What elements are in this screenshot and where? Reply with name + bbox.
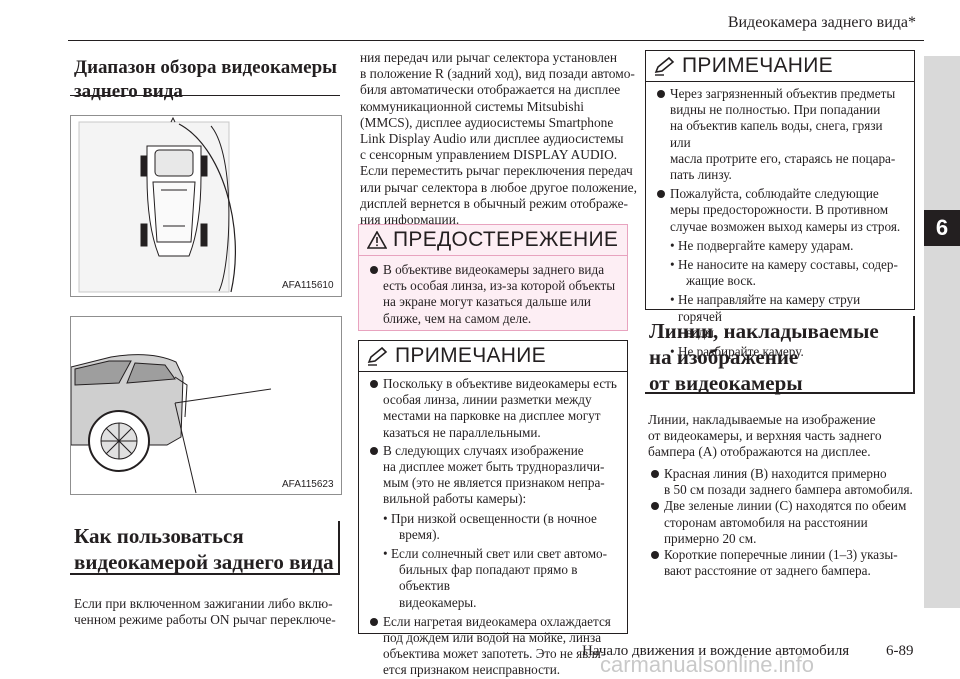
subitem-bullet: •	[670, 257, 675, 273]
subitem-bullet: •	[670, 292, 675, 308]
note-subitem: • При низкой освещенности (в ночное врем…	[383, 510, 597, 542]
chapter-number: 6	[924, 210, 960, 246]
section-title-overlay-lines: Линии, накладываемые на изображение от в…	[649, 319, 879, 395]
watermark: carmanualsonline.info	[600, 652, 815, 677]
page-number: 6-89	[886, 643, 914, 659]
note-subitem: • Не подвергайте камеру ударам.	[670, 237, 854, 253]
list-item: Две зеленые линии (C) находятся по обеим…	[648, 498, 920, 547]
figure-code: AFA115623	[282, 479, 334, 490]
note-box: ПРИМЕЧАНИЕ Через загрязненный объектив п…	[645, 50, 915, 359]
chapter-side-tab	[924, 56, 960, 608]
section-heading-box: Линии, накладываемые на изображение от в…	[645, 316, 915, 395]
section-title-view-range: Диапазон обзора видеокамеры заднего вида	[74, 57, 337, 102]
header-rule	[68, 40, 924, 41]
section-title-how-to-use: Как пользоваться видеокамерой заднего ви…	[74, 524, 334, 574]
note-subitem: • Если солнечный свет или свет автомо- б…	[383, 546, 608, 610]
caution-item: В объективе видеокамеры заднего вида ест…	[367, 262, 619, 327]
subitem-bullet: •	[383, 510, 388, 526]
paragraph: Линии, накладываемые на изображение от в…	[648, 412, 882, 460]
subitem-bullet: •	[670, 237, 675, 253]
section-rule	[70, 95, 340, 96]
note-box: ПРИМЕЧАНИЕ Поскольку в объективе видеока…	[358, 340, 628, 677]
section-heading-box: Как пользоваться видеокамерой заднего ви…	[70, 521, 340, 575]
note-subitem: • Не разбирайте камеру.	[670, 344, 804, 360]
note-item: Пожалуйста, соблюдайте следующие меры пр…	[654, 186, 906, 235]
caution-box: ПРЕДОСТЕРЕЖЕНИЕ В объективе видеокамеры …	[358, 224, 628, 331]
note-item: Если нагретая видеокамера охлаждается по…	[367, 614, 619, 679]
running-header: Видеокамера заднего вида*	[727, 14, 916, 31]
camera-range-side-view-illustration	[71, 354, 272, 494]
note-header: ПРИМЕЧАНИЕ	[359, 341, 627, 372]
paragraph: Если при включенном зажигании либо вклю-…	[74, 596, 336, 628]
figure-code: AFA115610	[282, 280, 334, 291]
note-subitem: • Не наносите на камеру составы, содер- …	[670, 257, 898, 289]
note-header: ПРИМЕЧАНИЕ	[646, 51, 914, 82]
note-title: ПРИМЕЧАНИЕ	[682, 54, 833, 77]
note-subitem: • Не направляйте на камеру струи горячей…	[670, 292, 861, 340]
camera-range-top-view-illustration	[78, 116, 236, 293]
note-item: Через загрязненный объектив предметы вид…	[654, 86, 906, 183]
note-item: Поскольку в объективе видеокамеры есть о…	[367, 376, 619, 441]
warning-triangle-icon	[367, 231, 387, 249]
list-item: Красная линия (B) находится примерно в 5…	[648, 466, 920, 498]
footer-chapter-title: Начало движения и вождение автомобиля	[582, 643, 850, 659]
pencil-icon	[367, 346, 388, 366]
caution-header: ПРЕДОСТЕРЕЖЕНИЕ	[359, 225, 627, 256]
subitem-bullet: •	[383, 546, 388, 562]
note-title: ПРИМЕЧАНИЕ	[395, 344, 546, 367]
overlay-lines-list: Красная линия (B) находится примерно в 5…	[648, 466, 920, 579]
list-item: Короткие поперечные линии (1–3) указы- в…	[648, 547, 920, 579]
pencil-icon	[654, 56, 675, 76]
note-item: В следующих случаях изображение на диспл…	[367, 443, 619, 508]
figure-side-view	[70, 316, 342, 495]
subitem-bullet: •	[670, 344, 675, 360]
caution-title: ПРЕДОСТЕРЕЖЕНИЕ	[393, 228, 619, 251]
paragraph: ния передач или рычаг селектора установл…	[360, 50, 637, 228]
figure-top-view	[70, 115, 342, 297]
